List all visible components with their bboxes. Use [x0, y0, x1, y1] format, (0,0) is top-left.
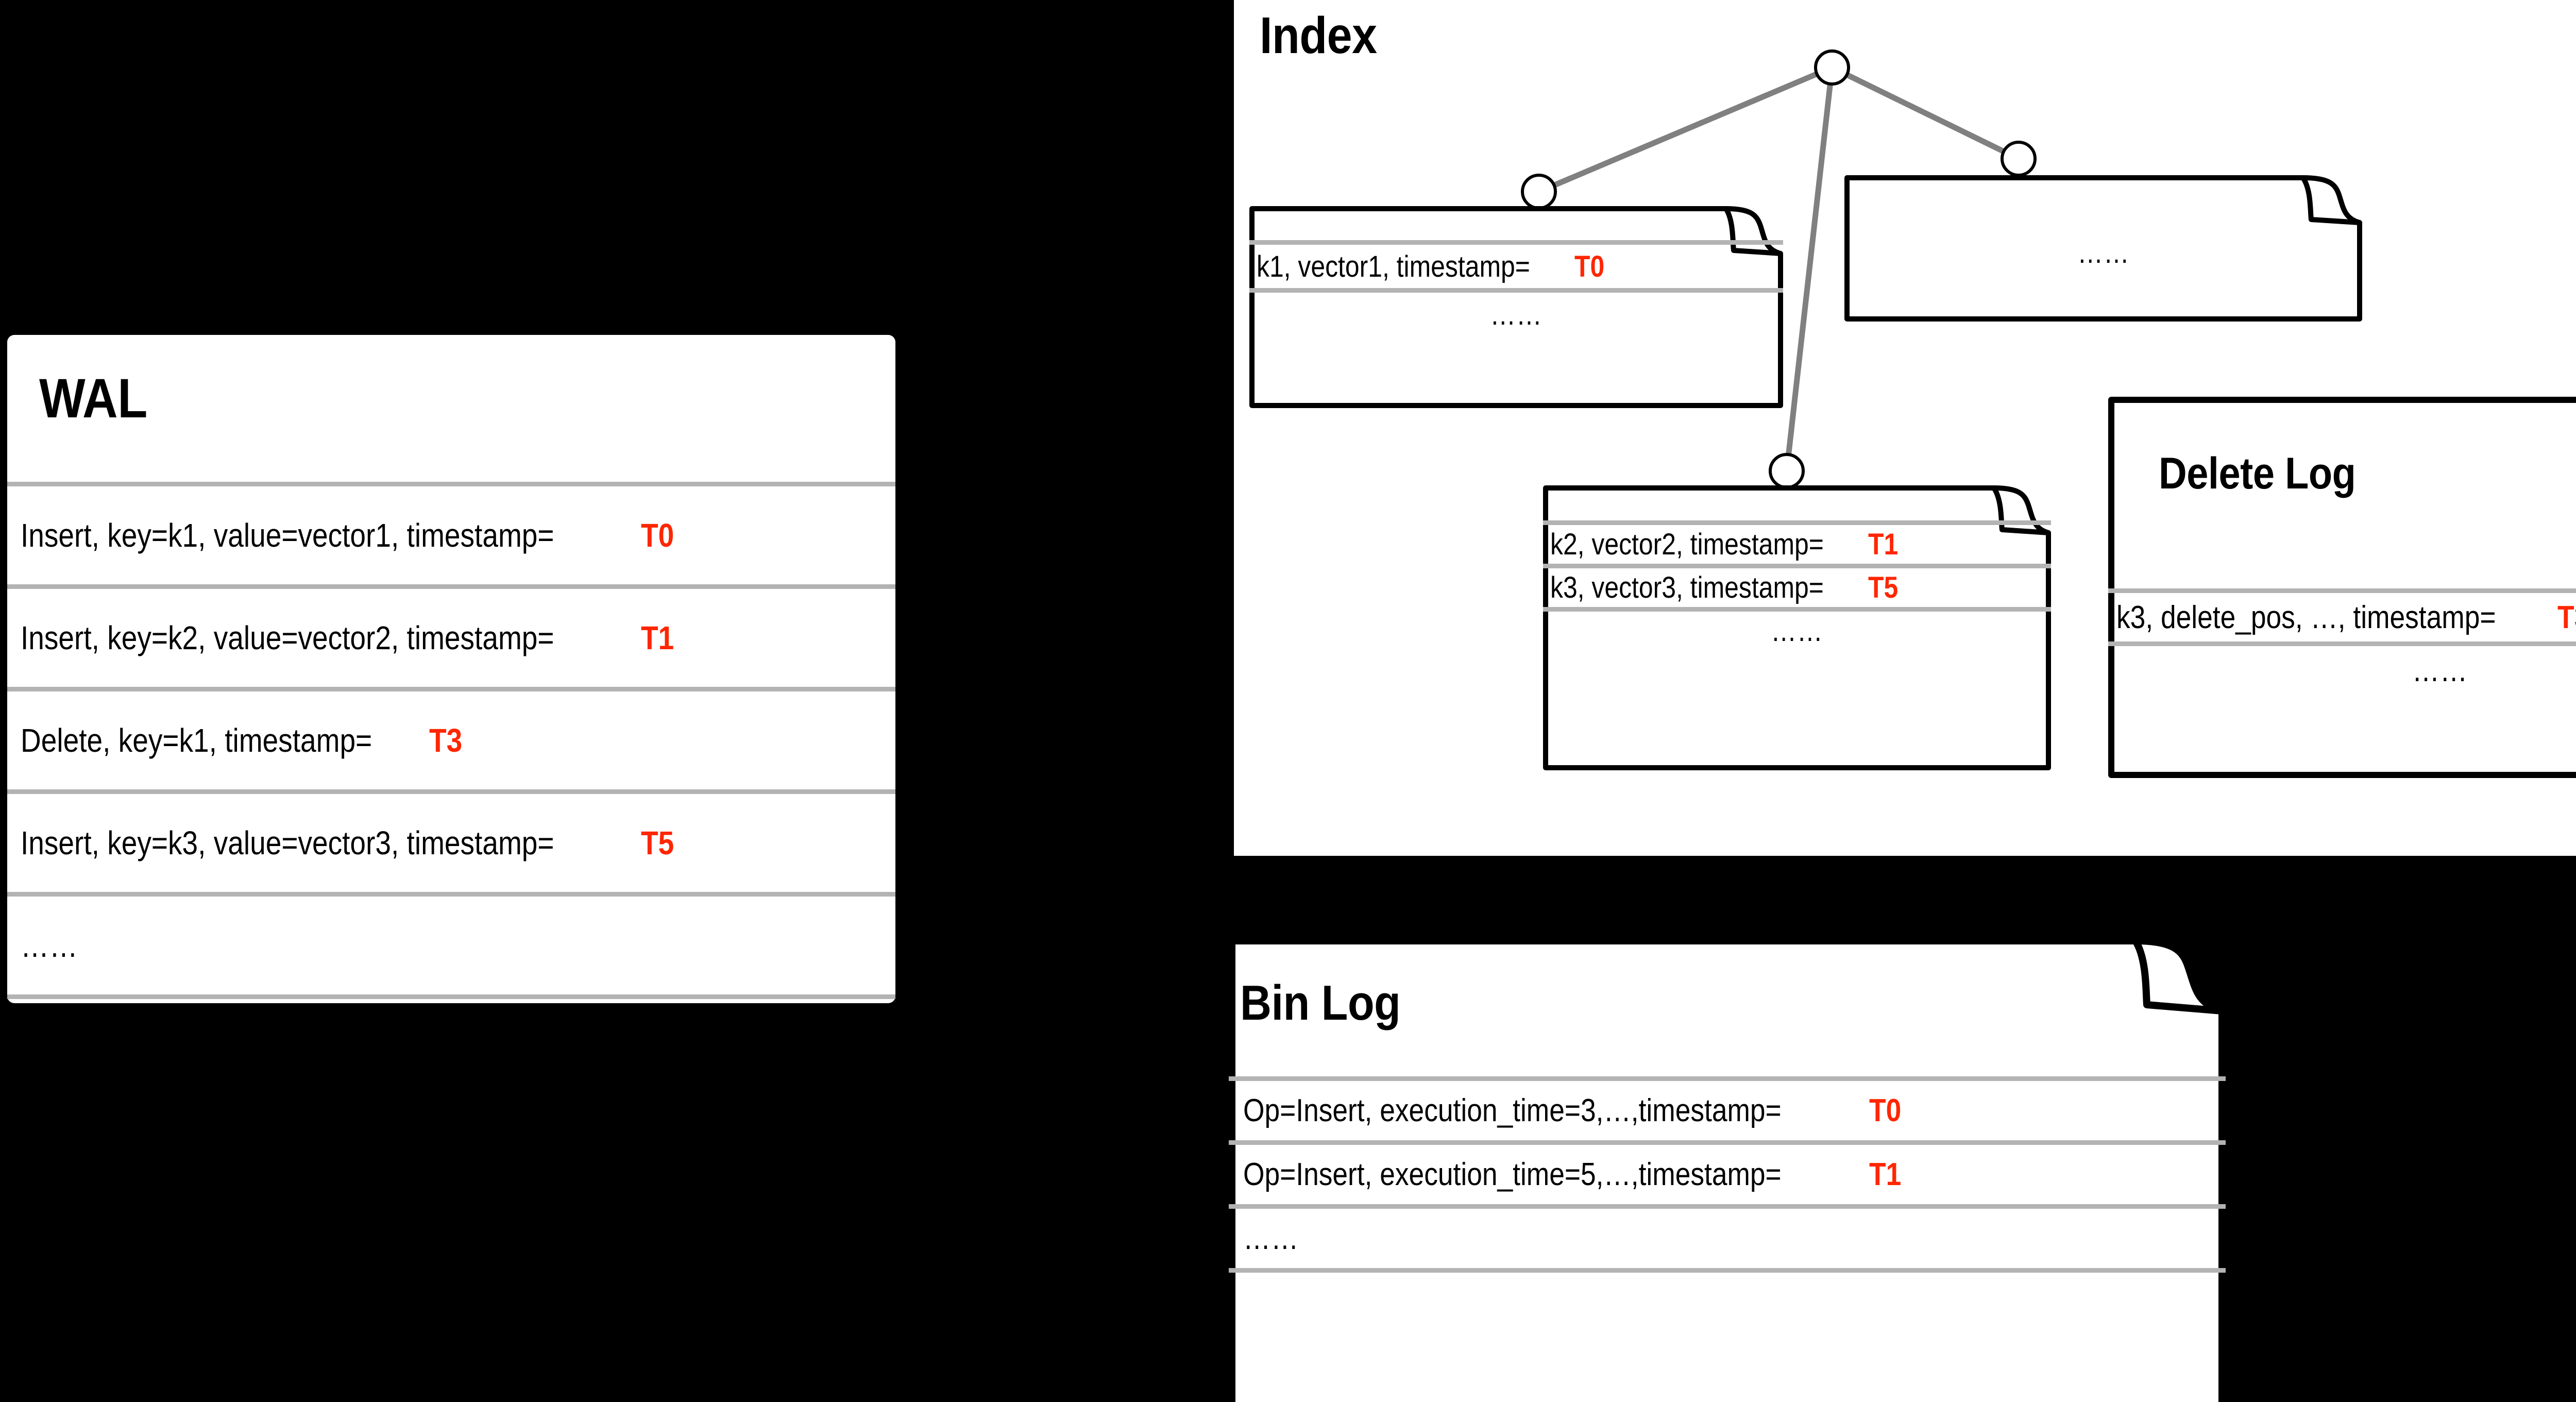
delete-log-row-list: k3, delete_pos, …, timestamp= T3 ……: [2108, 588, 2576, 695]
row-separator: [7, 584, 895, 589]
list-item: Insert, key=k1, value=vector1, timestamp…: [7, 486, 895, 584]
list-item-label: k1, vector1, timestamp=: [1257, 249, 1530, 283]
list-item-label: Insert, key=k2, value=vector2, timestamp…: [21, 619, 554, 656]
timestamp-value: T1: [641, 619, 674, 656]
wal-row-list: Insert, key=k1, value=vector1, timestamp…: [7, 482, 895, 999]
list-item-ellipsis: ……: [1844, 231, 2362, 274]
list-item: k3, delete_pos, …, timestamp= T3: [2108, 593, 2576, 641]
row-separator: [1229, 1140, 2226, 1145]
timestamp-value: T3: [429, 722, 463, 759]
row-separator: [7, 687, 895, 691]
row-separator: [7, 482, 895, 486]
row-separator: [1229, 1076, 2226, 1081]
index-leaf-k2k3-row-list: k2, vector2, timestamp= T1 k3, vector3, ti…: [1543, 520, 2051, 650]
list-item-label: Op=Insert, execution_time=3,…,timestamp=: [1243, 1093, 1782, 1128]
doc-shape-k2k3: [1543, 485, 2051, 770]
list-item-ellipsis: ……: [2108, 646, 2576, 695]
list-item-label: ……: [1771, 614, 1823, 648]
index-leaf-k1: k1, vector1, timestamp= T0 ……: [1249, 206, 1783, 408]
timestamp-value: T1: [1869, 1157, 1901, 1192]
list-item-ellipsis: ……: [1229, 1209, 2226, 1268]
list-item-label: ……: [1243, 1221, 1299, 1256]
list-item: k3, vector3, timestamp= T5: [1543, 568, 2051, 607]
list-item: k1, vector1, timestamp= T0: [1249, 245, 1783, 288]
row-separator: [7, 892, 895, 897]
row-separator: [1249, 288, 1783, 293]
row-separator: [1543, 520, 2051, 525]
row-separator: [1543, 607, 2051, 612]
delete-log-panel: Delete Log k3, delete_pos, …, timestamp=…: [2108, 397, 2576, 778]
list-item-label: ……: [21, 927, 78, 964]
list-item-label: k2, vector2, timestamp=: [1550, 528, 1824, 561]
timestamp-value: T5: [641, 824, 674, 862]
index-leaf-ellipsis: ……: [1844, 175, 2362, 322]
list-item: Delete, key=k1, timestamp= T3: [7, 691, 895, 789]
list-item-label: Delete, key=k1, timestamp=: [21, 722, 372, 759]
list-item-label: k3, delete_pos, …, timestamp=: [2116, 599, 2496, 635]
list-item-ellipsis: ……: [1249, 293, 1783, 336]
timestamp-value: T0: [1869, 1093, 1901, 1128]
list-item-ellipsis: ……: [1543, 612, 2051, 650]
bin-log-panel: Bin Log Op=Insert, execution_time=3,…,ti…: [1228, 937, 2226, 1402]
list-item-label: ……: [2412, 652, 2468, 688]
list-item-ellipsis: ……: [7, 897, 895, 994]
list-item-label: k3, vector3, timestamp=: [1550, 571, 1824, 604]
list-item: Insert, key=k3, value=vector3, timestamp…: [7, 794, 895, 892]
wal-title: WAL: [39, 367, 147, 429]
doc-shape-bin-log: [1228, 937, 2226, 1402]
row-separator: [2108, 588, 2576, 593]
row-separator: [7, 789, 895, 794]
list-item-label: Op=Insert, execution_time=5,…,timestamp=: [1243, 1157, 1782, 1192]
index-leaf-k1-row-list: k1, vector1, timestamp= T0 ……: [1249, 240, 1783, 336]
list-item: Insert, key=k2, value=vector2, timestamp…: [7, 589, 895, 687]
wal-panel: WAL Insert, key=k1, value=vector1, times…: [7, 335, 895, 1003]
list-item-label: Insert, key=k3, value=vector3, timestamp…: [21, 824, 554, 862]
list-item: Op=Insert, execution_time=5,…,timestamp=…: [1229, 1145, 2226, 1204]
timestamp-value: T1: [1868, 528, 1899, 561]
row-separator: [1543, 564, 2051, 568]
doc-shape-k1: [1249, 206, 1783, 408]
delete-log-title: Delete Log: [2159, 449, 2356, 498]
timestamp-value: T3: [2557, 599, 2576, 635]
list-item-label: Insert, key=k1, value=vector1, timestamp…: [21, 517, 554, 554]
bin-log-title: Bin Log: [1240, 975, 1401, 1031]
index-title: Index: [1260, 7, 1377, 64]
list-item-label: ……: [2077, 235, 2130, 269]
row-separator: [7, 994, 895, 999]
doc-shape-delete-log: [2108, 397, 2576, 778]
row-separator: [2108, 641, 2576, 646]
timestamp-value: T5: [1868, 571, 1899, 604]
list-item-label: ……: [1490, 297, 1543, 331]
doc-shape-ellipsis: [1844, 175, 2362, 322]
bin-log-row-list: Op=Insert, execution_time=3,…,timestamp=…: [1229, 1076, 2226, 1273]
list-item: k2, vector2, timestamp= T1: [1543, 525, 2051, 564]
row-separator: [1229, 1268, 2226, 1273]
index-leaf-ellipsis-row-list: ……: [1844, 231, 2362, 274]
index-leaf-k2k3: k2, vector2, timestamp= T1 k3, vector3, ti…: [1543, 485, 2051, 770]
row-separator: [1249, 240, 1783, 245]
timestamp-value: T0: [641, 517, 674, 554]
row-separator: [1229, 1204, 2226, 1209]
list-item: Op=Insert, execution_time=3,…,timestamp=…: [1229, 1081, 2226, 1140]
timestamp-value: T0: [1574, 249, 1605, 283]
